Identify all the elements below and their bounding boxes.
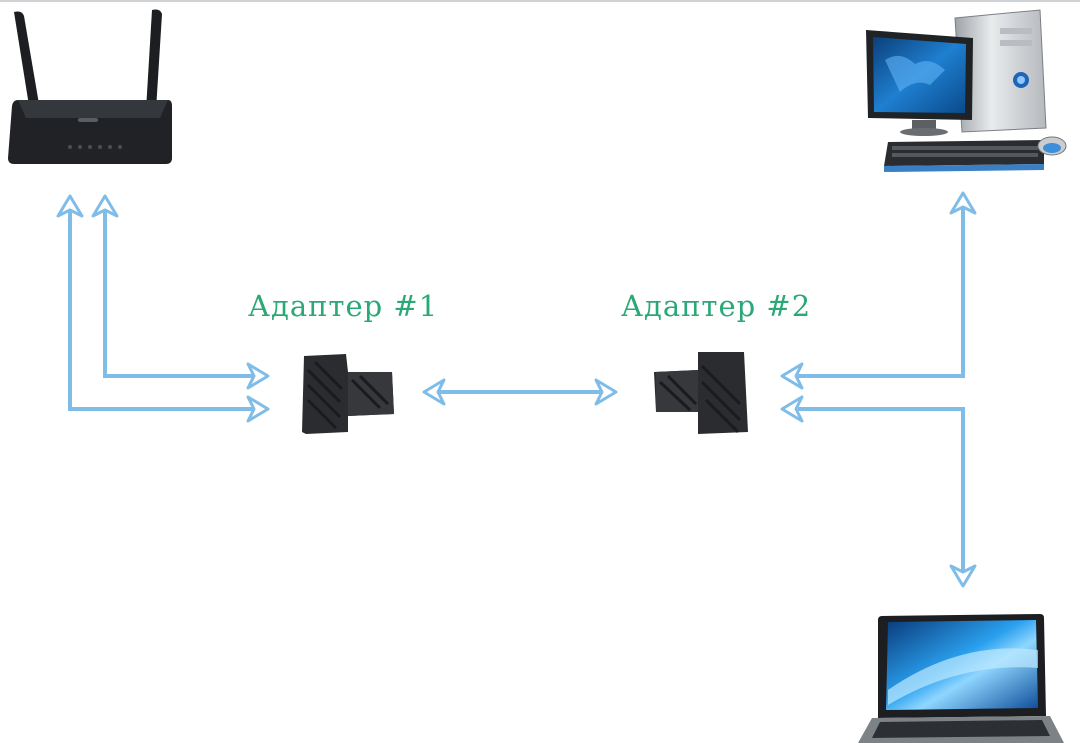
arrowhead-laptop-down bbox=[949, 564, 977, 588]
ethernet-splitter-icon-2 bbox=[654, 352, 748, 434]
arrowhead-router-outer-up bbox=[56, 194, 84, 218]
arrowheads bbox=[56, 191, 977, 588]
laptop-link bbox=[798, 407, 965, 572]
arrowhead-adapter1-top bbox=[246, 362, 270, 390]
router-link-outer bbox=[68, 210, 254, 411]
wifi-router-icon bbox=[8, 9, 172, 164]
desktop-computer-icon bbox=[866, 9, 1067, 172]
arrowhead-desktop-up bbox=[949, 191, 977, 215]
adapter-1-label: Адаптер #1 bbox=[248, 289, 439, 323]
laptop-icon bbox=[858, 614, 1064, 743]
desktop-link bbox=[798, 208, 965, 378]
connection-lines bbox=[68, 208, 965, 572]
arrowhead-adapter-link-right bbox=[594, 378, 618, 406]
arrowhead-adapter-link-left bbox=[422, 378, 446, 406]
arrowhead-adapter2-bottom bbox=[780, 395, 804, 423]
arrowhead-adapter2-top bbox=[780, 362, 804, 390]
router-link-inner bbox=[103, 210, 254, 378]
arrowhead-adapter1-bottom bbox=[246, 395, 270, 423]
top-border bbox=[0, 0, 1080, 2]
adapter-2-label: Адаптер #2 bbox=[621, 289, 812, 323]
arrowhead-router-inner-up bbox=[91, 194, 119, 218]
ethernet-splitter-icon bbox=[302, 354, 394, 434]
